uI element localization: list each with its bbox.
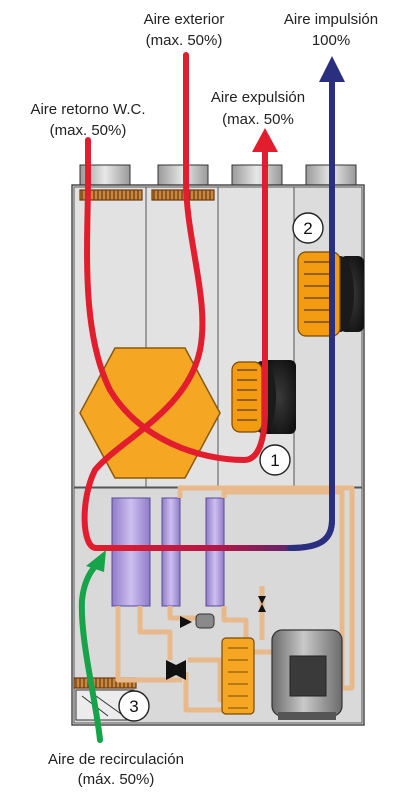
- marker-3: 3: [119, 691, 149, 721]
- compressor: [272, 630, 342, 720]
- svg-text:(max. 50%): (max. 50%): [146, 32, 223, 49]
- svg-text:Aire impulsión: Aire impulsión: [284, 11, 378, 28]
- coil-3: [206, 498, 224, 606]
- label-aire-expulsion: Aire expulsión (max. 50%: [211, 89, 305, 128]
- marker-1: 1: [260, 445, 290, 475]
- svg-text:Aire expulsión: Aire expulsión: [211, 89, 305, 106]
- svg-text:Aire exterior: Aire exterior: [144, 11, 225, 28]
- svg-text:Aire de recirculación: Aire de recirculación: [48, 751, 184, 768]
- svg-text:3: 3: [129, 697, 138, 716]
- svg-text:(max. 50%): (max. 50%): [50, 122, 127, 139]
- duct-collar-expulsion: [232, 165, 282, 187]
- svg-text:1: 1: [270, 451, 279, 470]
- svg-text:Aire retorno W.C.: Aire retorno W.C.: [30, 101, 145, 118]
- coils: [112, 498, 224, 606]
- arrow-expulsion: [252, 128, 278, 152]
- label-aire-impulsion: Aire impulsión 100%: [284, 11, 378, 49]
- plate-heat-exchanger: [222, 638, 254, 714]
- duct-collars: [80, 165, 356, 187]
- coil-1: [112, 498, 150, 606]
- arrow-impulsion: [319, 56, 345, 82]
- label-aire-retorno: Aire retorno W.C. (max. 50%): [30, 101, 145, 139]
- coil-2: [162, 498, 180, 606]
- label-aire-recirculacion: Aire de recirculación (máx. 50%): [48, 751, 184, 788]
- svg-text:(max. 50%: (max. 50%: [222, 111, 294, 128]
- svg-text:(máx. 50%): (máx. 50%): [78, 771, 155, 788]
- label-aire-exterior: Aire exterior (max. 50%): [144, 11, 225, 49]
- marker-2: 2: [293, 213, 323, 243]
- svg-text:100%: 100%: [312, 32, 350, 49]
- svg-text:2: 2: [303, 219, 312, 238]
